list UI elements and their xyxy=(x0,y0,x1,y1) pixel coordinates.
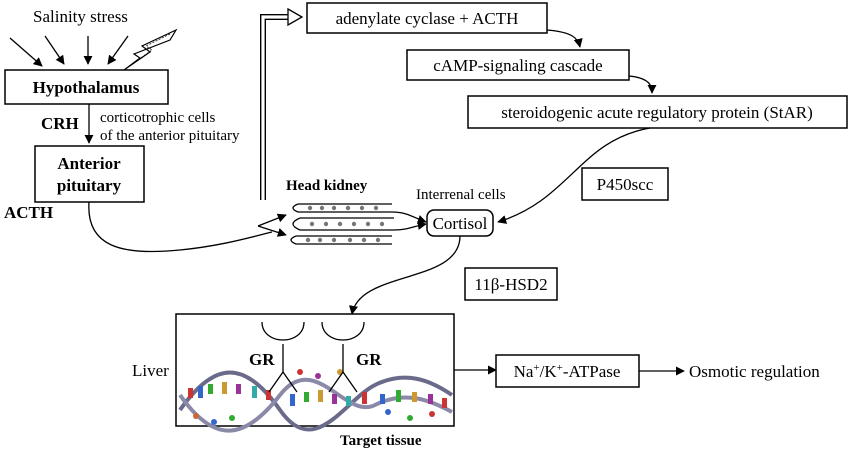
na-k-atpase-label: Na+/K+-ATPase xyxy=(514,362,621,381)
head-kidney-label: Head kidney xyxy=(286,178,368,194)
corticotrophic-label-1: corticotrophic cells xyxy=(100,110,216,126)
interrenal-cells-label: Interrenal cells xyxy=(416,187,506,203)
p450scc-label: P450scc xyxy=(597,175,654,194)
hypothalamus-label: Hypothalamus xyxy=(33,78,140,97)
salinity-stress-label: Salinity stress xyxy=(33,7,128,26)
camp-cascade-label: cAMP-signaling cascade xyxy=(433,56,602,75)
anterior-pituitary-box: Anterior pituitary xyxy=(34,145,145,203)
gr-left-label: GR xyxy=(249,350,275,369)
cortisol-box: Cortisol xyxy=(426,209,494,237)
liver-label: Liver xyxy=(132,361,169,380)
adenylate-cyclase-label: adenylate cyclase + ACTH xyxy=(336,9,519,28)
star-to-cortisol-arrow xyxy=(497,127,651,224)
star-protein-box: steroidogenic acute regulatory protein (… xyxy=(467,95,848,129)
corticotrophic-label-2: of the anterior pituitary xyxy=(100,128,240,144)
anterior-pituitary-label-2: pituitary xyxy=(57,176,122,195)
hypothalamus-box: Hypothalamus xyxy=(4,69,169,105)
p450scc-box: P450scc xyxy=(581,167,669,201)
star-protein-label: steroidogenic acute regulatory protein (… xyxy=(501,103,813,122)
cortisol-to-target-arrow xyxy=(349,235,461,315)
lightning-bolt-icon xyxy=(123,28,178,71)
anterior-pituitary-label-1: Anterior xyxy=(57,154,121,173)
na-k-atpase-box: Na+/K+-ATPase xyxy=(495,354,640,388)
target-tissue-box: GR GR xyxy=(175,313,455,433)
hsd2-box: 11β-HSD2 xyxy=(464,267,558,301)
head-kidney-to-cyclase-arrow xyxy=(260,14,290,200)
acth-curve xyxy=(88,201,273,253)
stress-arrows xyxy=(9,35,129,67)
osmotic-regulation-label: Osmotic regulation xyxy=(689,362,820,381)
adenylate-cyclase-box: adenylate cyclase + ACTH xyxy=(306,2,548,34)
crh-label: CRH xyxy=(41,114,79,133)
dna-helix-illustration xyxy=(178,369,454,433)
head-kidney-illustration xyxy=(290,203,394,245)
acth-label: ACTH xyxy=(4,203,53,222)
cortisol-label: Cortisol xyxy=(433,214,488,233)
camp-cascade-box: cAMP-signaling cascade xyxy=(406,49,630,81)
target-tissue-label: Target tissue xyxy=(340,433,422,449)
hsd2-label: 11β-HSD2 xyxy=(474,275,547,294)
gr-right-label: GR xyxy=(356,350,382,369)
gr-receptors xyxy=(261,321,365,393)
